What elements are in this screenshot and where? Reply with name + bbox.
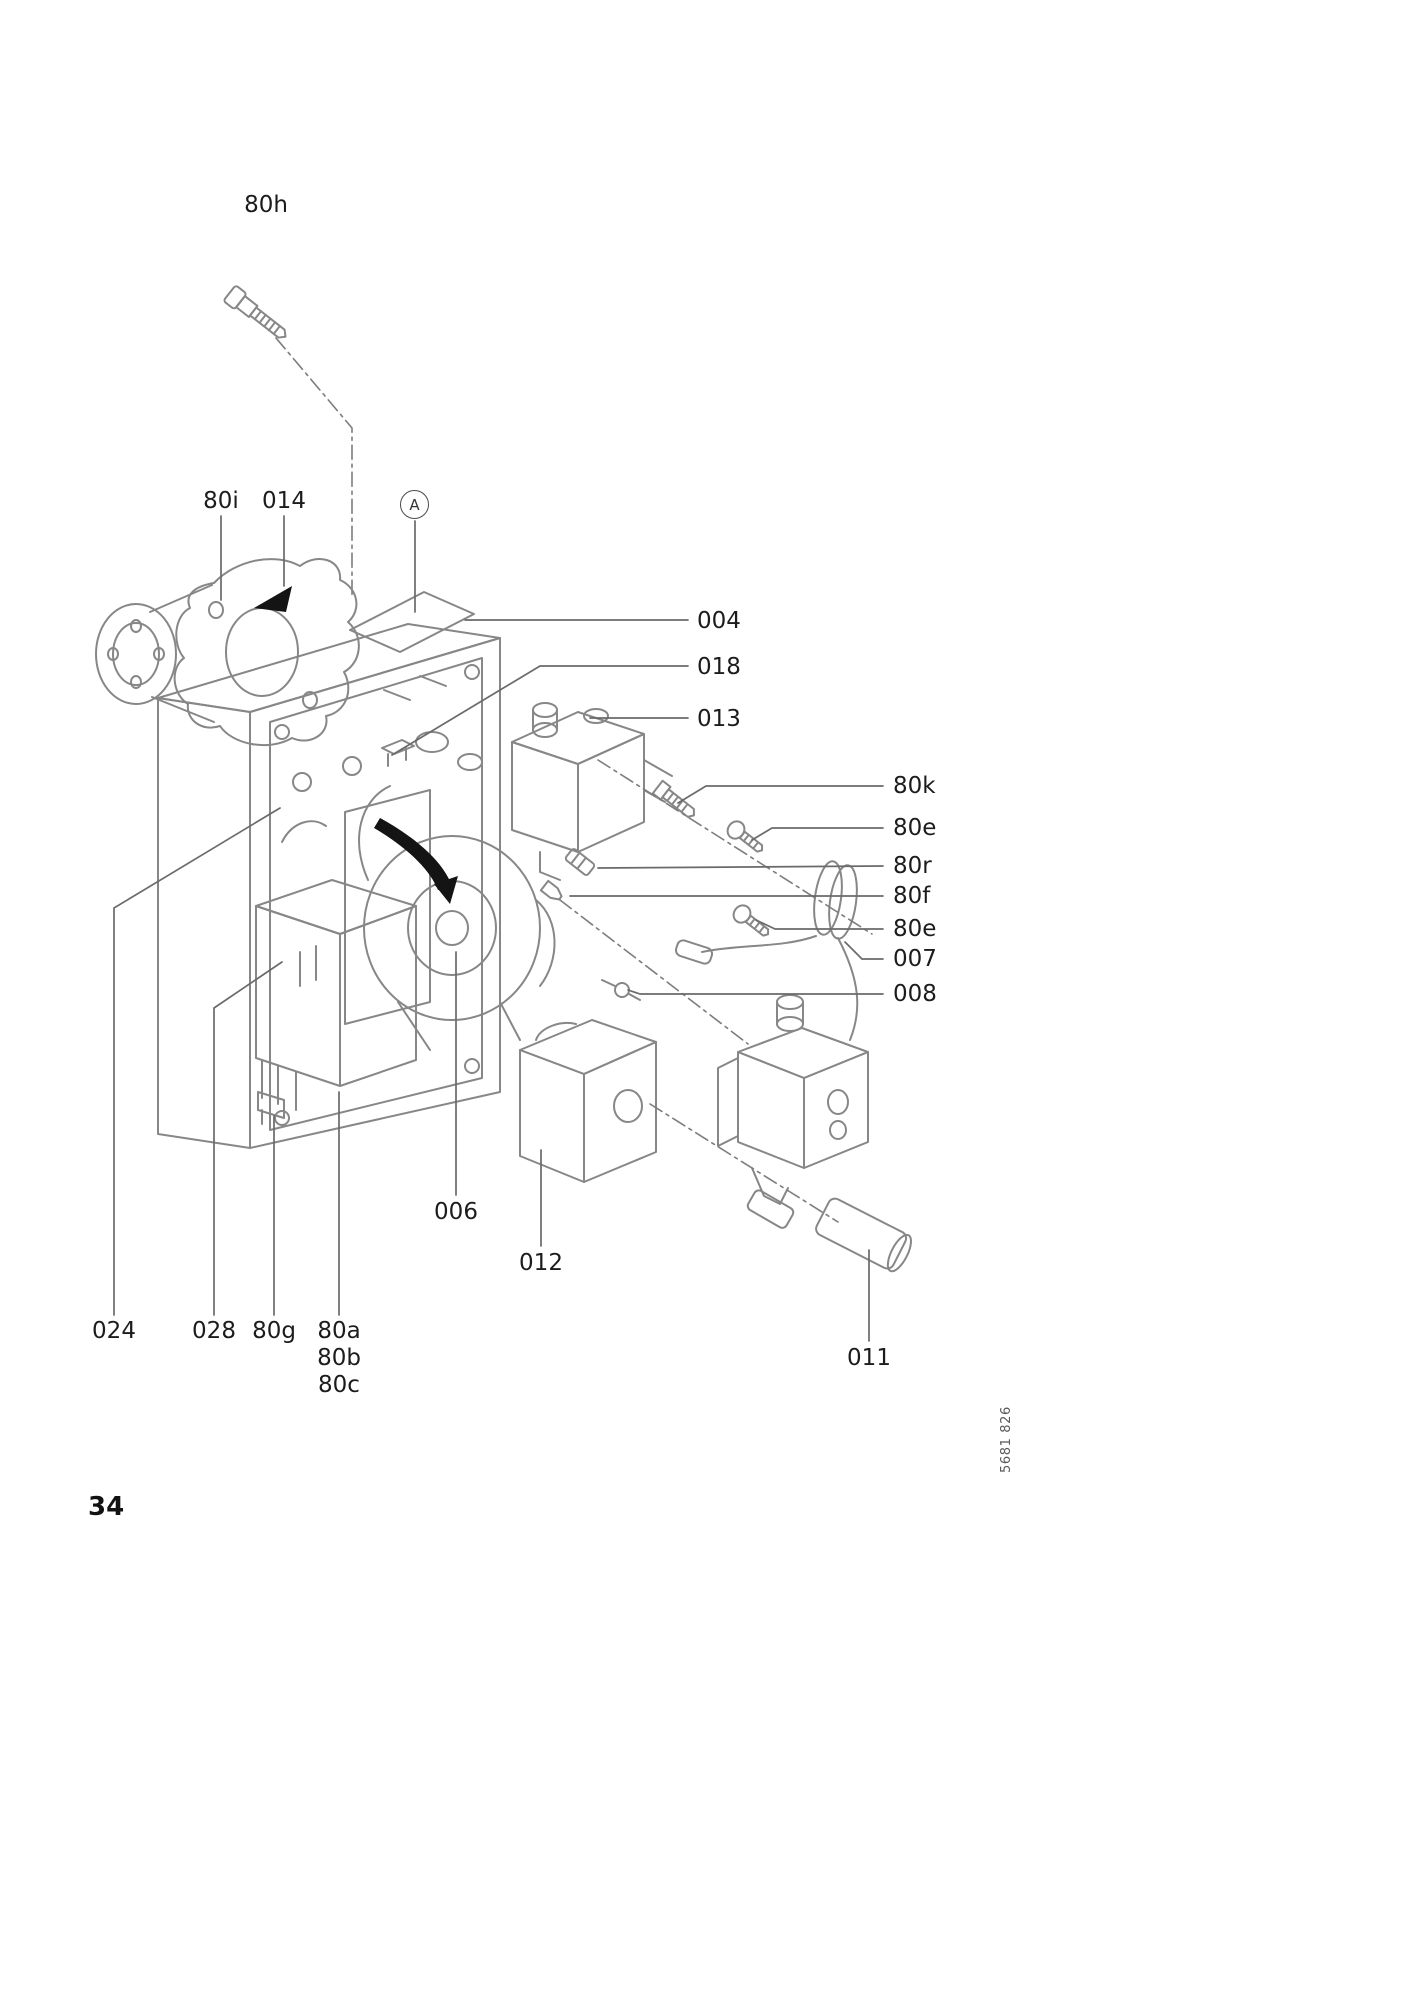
bracket-018 — [381, 739, 415, 767]
burner-housing — [157, 623, 501, 1149]
mounting-flange — [95, 584, 215, 723]
callout-80g: 80g — [252, 1318, 296, 1344]
callout-012: 012 — [519, 1250, 563, 1276]
callout-018: 018 — [697, 654, 741, 680]
sleeve-80r-icon — [564, 848, 596, 876]
cover-012 — [519, 1019, 657, 1183]
callout-80e-lower: 80e — [893, 916, 937, 942]
callout-004: 004 — [697, 608, 741, 634]
nozzle-80f-icon — [539, 879, 563, 901]
callout-006: 006 — [434, 1199, 478, 1225]
callout-80i: 80i — [203, 488, 239, 514]
screw-80h-axis — [275, 337, 353, 599]
callout-80k: 80k — [893, 773, 936, 799]
callout-80h: 80h — [244, 192, 288, 218]
blower-assembly-006 — [344, 785, 556, 1051]
marker-arrow-014 — [254, 586, 292, 612]
latch-80g — [257, 1091, 285, 1125]
screw-80k-icon — [651, 779, 695, 818]
callout-80a: 80a — [317, 1318, 361, 1344]
callout-80c: 80c — [318, 1372, 360, 1398]
callout-80b: 80b — [317, 1345, 361, 1371]
callout-80e-upper: 80e — [893, 815, 937, 841]
control-unit — [255, 879, 417, 1111]
callout-007: 007 — [893, 946, 937, 972]
callout-014: 014 — [262, 488, 306, 514]
screw-80e-lower-icon — [732, 904, 770, 937]
fitting-008-icon — [601, 979, 641, 1001]
doc-code: 5681 826 — [999, 1406, 1014, 1473]
gas-valve-assembly — [717, 994, 869, 1229]
callout-028: 028 — [192, 1318, 236, 1344]
assembly-axes — [559, 759, 873, 1223]
pipe-nipple-011 — [815, 1197, 912, 1273]
callout-013: 013 — [697, 706, 741, 732]
callout-80r: 80r — [893, 853, 932, 879]
callout-011: 011 — [847, 1345, 891, 1371]
detail-marker-a: A — [400, 490, 429, 519]
rotation-arrow — [374, 818, 452, 890]
name-plate-004 — [349, 591, 475, 653]
callout-008: 008 — [893, 981, 937, 1007]
rotation-arrowhead — [434, 876, 458, 904]
screw-80h-icon — [223, 285, 287, 339]
callout-80f: 80f — [893, 883, 931, 909]
leader-lines — [113, 515, 884, 1342]
callout-024: 024 — [92, 1318, 136, 1344]
cable-coil-007 — [674, 860, 859, 1041]
page-number: 34 — [88, 1492, 125, 1522]
screw-80e-upper-icon — [726, 820, 764, 853]
